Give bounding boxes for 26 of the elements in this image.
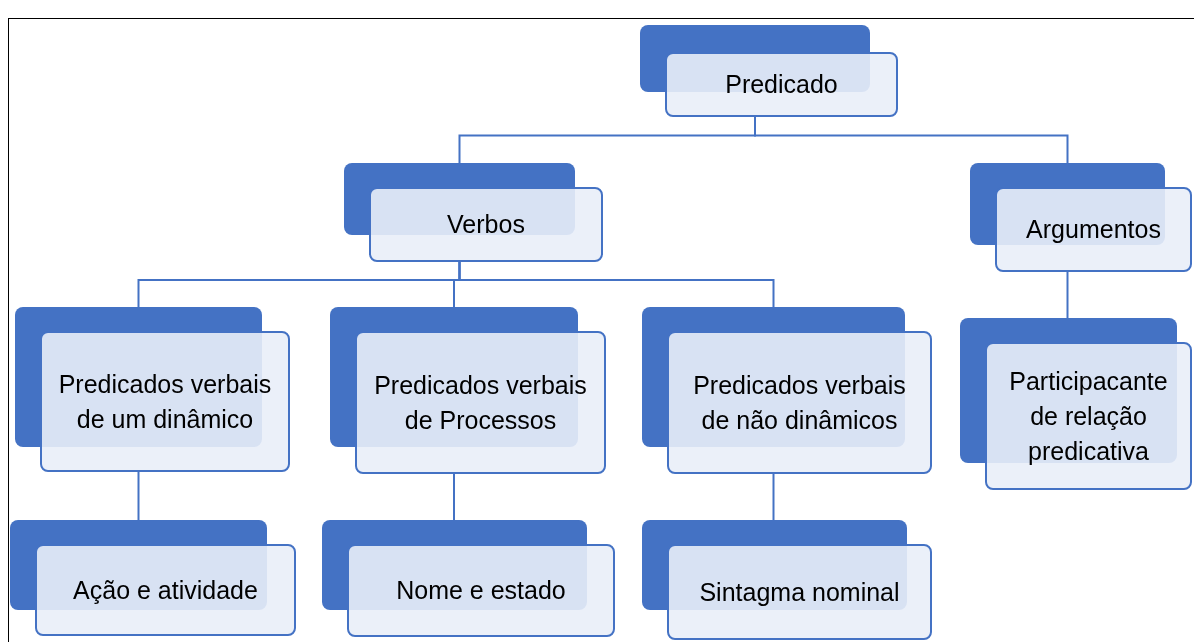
card-label: Nome e estado	[396, 575, 566, 606]
hierarchy-card	[642, 307, 932, 474]
card-label: Sintagma nominal	[699, 576, 900, 608]
hierarchy-card	[960, 318, 1192, 490]
card-label: Predicados verbais de Processos	[373, 369, 588, 436]
hierarchy-card	[10, 520, 296, 636]
connector-line	[137, 471, 140, 521]
card-label: Verbos	[447, 209, 525, 240]
connector-line	[772, 473, 775, 521]
hierarchy-card	[322, 520, 615, 637]
card-label: Predicado	[725, 69, 838, 100]
hierarchy-card	[344, 163, 603, 262]
card-label: Argumentos	[1026, 214, 1161, 245]
hierarchy-card	[330, 307, 606, 474]
hierarchy-card	[642, 520, 932, 640]
connector-line	[754, 116, 1069, 164]
card-label: Predicados verbais de um dinâmico	[57, 368, 273, 435]
card-label: Ação e atividade	[73, 574, 258, 606]
connector-line	[453, 473, 455, 521]
hierarchy-card	[640, 25, 898, 117]
connector-line	[458, 261, 775, 308]
connector-line	[1066, 271, 1069, 319]
card-label: Participacante de relação predicativa	[1008, 365, 1169, 467]
card-label: Predicados verbais de não dinâmicos	[692, 369, 907, 436]
hierarchy-card	[15, 307, 290, 472]
hierarchy-card	[970, 163, 1192, 272]
